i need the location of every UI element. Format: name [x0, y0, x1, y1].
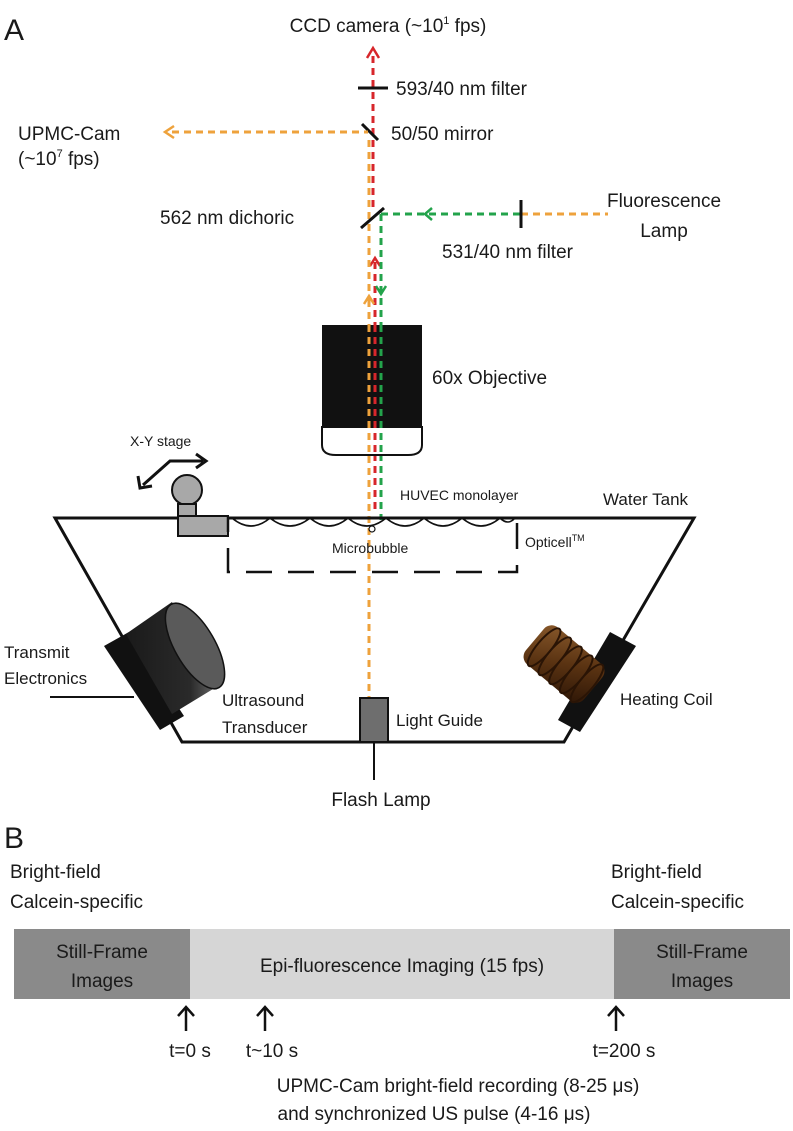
left-still-frame-box: [14, 929, 190, 999]
huvec-label: HUVEC monolayer: [400, 487, 519, 503]
right-header-line2: Calcein-specific: [611, 892, 744, 913]
objective-body: [322, 325, 422, 427]
red-arrowhead-top: [365, 45, 381, 59]
ultrasound-transducer-label-2: Transducer: [222, 718, 308, 737]
ccd-camera-label: CCD camera (~101 fps): [290, 15, 487, 37]
microbubble-dot: [368, 525, 376, 533]
light-guide: [359, 697, 389, 743]
heating-coil-label: Heating Coil: [620, 690, 713, 709]
marker-t0-arrow: [177, 1005, 195, 1031]
dichroic-marker: [360, 206, 385, 230]
footer-line2: and synchronized US pulse (4-16 μs): [278, 1104, 591, 1125]
right-header-line1: Bright-field: [611, 862, 702, 883]
upmc-cam-label: UPMC-Cam: [18, 124, 120, 145]
marker-t10-arrow: [256, 1005, 274, 1031]
mirror-marker: [360, 122, 380, 142]
filter-531-label: 531/40 nm filter: [442, 242, 574, 263]
fluorescence-lamp-label-2: Lamp: [640, 221, 688, 242]
green-arrowhead-down: [374, 285, 388, 297]
fluorescence-lamp-label: Fluorescence: [607, 191, 721, 212]
left-header-line2: Calcein-specific: [10, 892, 143, 913]
right-box-line2: Images: [671, 971, 733, 992]
right-box-line1: Still-Frame: [656, 942, 748, 963]
xy-stage-arrows: [142, 459, 203, 487]
huvec-monolayer: [231, 516, 516, 527]
transmit-electronics-label-2: Electronics: [4, 669, 87, 688]
footer-line1: UPMC-Cam bright-field recording (8-25 μs…: [277, 1076, 640, 1097]
left-box-line2: Images: [71, 971, 133, 992]
epi-fluorescence-box: [190, 929, 614, 999]
panel-b-label: B: [4, 822, 24, 855]
red-arrowhead-mid: [368, 255, 382, 267]
opticell-outline: [226, 516, 519, 574]
xy-stage-base[interactable]: [177, 515, 229, 537]
opticell-label: OpticellTM: [525, 533, 585, 550]
ultrasound-transducer-label: Ultrasound: [222, 691, 304, 710]
right-still-frame-box: [614, 929, 790, 999]
ultrasound-transducer: [126, 602, 218, 714]
xy-stage-knob: [171, 474, 203, 506]
transducer-mount: [104, 632, 184, 730]
water-tank-label: Water Tank: [603, 490, 689, 509]
green-arrowhead-left: [423, 207, 433, 221]
marker-t0-label: t=0 s: [169, 1041, 211, 1062]
marker-t10-label: t~10 s: [246, 1041, 298, 1062]
left-header-line1: Bright-field: [10, 862, 101, 883]
microbubble-label: Microbubble: [332, 540, 408, 556]
dichroic-label: 562 nm dichoric: [160, 208, 294, 229]
filter-593-label: 593/40 nm filter: [396, 79, 528, 100]
heating-coil: [523, 625, 605, 704]
xy-stage-label: X-Y stage: [130, 433, 191, 449]
marker-t200-label: t=200 s: [593, 1041, 656, 1062]
marker-t200-arrow: [607, 1005, 625, 1031]
upmc-cam-fps: (~107 fps): [18, 148, 100, 170]
transmit-electronics-label: Transmit: [4, 643, 70, 662]
objective-lens: [321, 426, 423, 456]
flash-lamp-label: Flash Lamp: [331, 790, 430, 811]
objective-label: 60x Objective: [432, 368, 547, 389]
orange-arrowhead-mid: [362, 293, 376, 305]
left-box-line1: Still-Frame: [56, 942, 148, 963]
light-guide-label: Light Guide: [396, 711, 483, 730]
panel-a-label: A: [4, 14, 24, 47]
mirror-label: 50/50 mirror: [391, 124, 494, 145]
middle-box-label: Epi-fluorescence Imaging (15 fps): [260, 956, 544, 977]
orange-arrowhead-left: [162, 124, 175, 140]
